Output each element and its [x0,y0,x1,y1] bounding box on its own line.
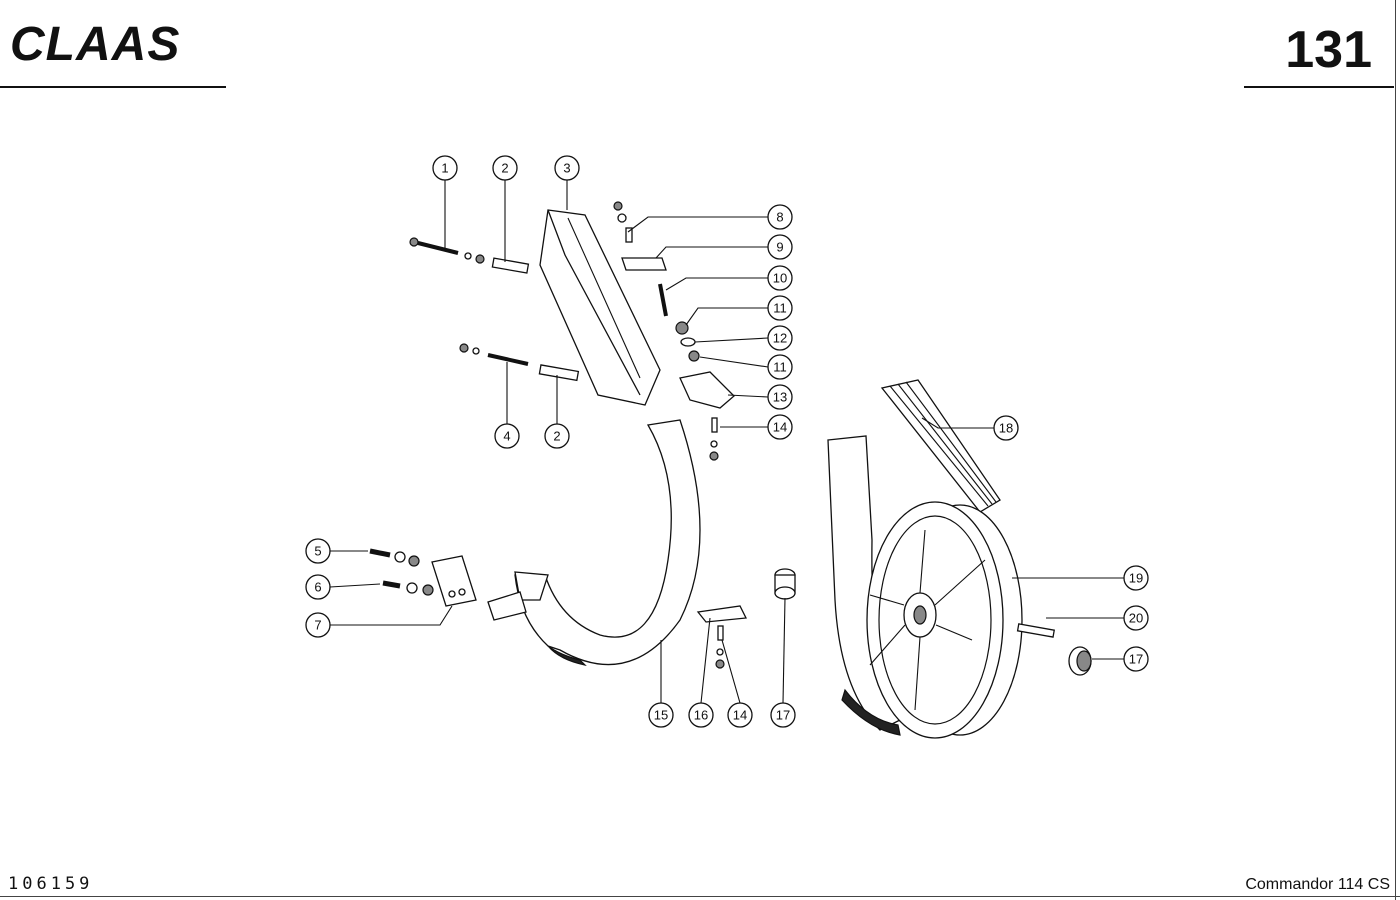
callout-9: 9 [767,234,793,260]
svg-text:1: 1 [441,161,448,176]
callout-2-bottom: 2 [544,423,570,449]
callout-5: 5 [305,538,331,564]
callout-11-bottom: 11 [767,354,793,380]
callout-18: 18 [993,415,1019,441]
page-border-right [1395,0,1396,900]
svg-text:6: 6 [314,580,321,595]
page-border-bottom [0,896,1400,897]
svg-text:10: 10 [773,271,787,286]
callout-19: 19 [1123,565,1149,591]
svg-text:16: 16 [694,708,708,723]
svg-text:9: 9 [776,240,783,255]
callout-17-left: 17 [770,702,796,728]
part-support-channel [539,209,661,406]
svg-text:11: 11 [773,360,787,375]
callout-13: 13 [767,384,793,410]
part-pin-20 [1016,623,1056,638]
callout-6: 6 [305,574,331,600]
header-rule-left [0,86,226,88]
callout-15: 15 [648,702,674,728]
svg-text:20: 20 [1129,611,1143,626]
callout-11-top: 11 [767,295,793,321]
svg-text:8: 8 [776,210,783,225]
part-spacer-tube-bottom [538,364,580,382]
svg-text:14: 14 [773,420,787,435]
part-pulley-19 [866,501,1023,739]
callout-10: 10 [767,265,793,291]
part-v-belt-set [827,379,1001,736]
callout-16: 16 [688,702,714,728]
svg-text:5: 5 [314,544,321,559]
callout-12: 12 [767,325,793,351]
svg-text:2: 2 [501,161,508,176]
part-bolt-1 [409,237,485,264]
claas-logo-text: CLAAS [10,18,180,71]
part-bracket-7 [369,548,527,621]
callout-2-top: 2 [492,155,518,181]
callout-7: 7 [305,612,331,638]
svg-text:12: 12 [773,331,787,346]
svg-text:17: 17 [1129,652,1143,667]
callout-14-bottom: 14 [727,702,753,728]
callout-20: 20 [1123,605,1149,631]
page-number: 131 [1285,21,1372,79]
svg-text:18: 18 [999,421,1013,436]
part-curved-guide-band [514,419,701,666]
leader-lines [329,180,1124,704]
model-name: Commandor 114 CS [1245,876,1390,893]
callout-3: 3 [554,155,580,181]
svg-text:13: 13 [773,390,787,405]
svg-text:17: 17 [776,708,790,723]
part-bushing-right [1068,646,1092,676]
part-hardware-stack [613,201,735,461]
svg-text:14: 14 [733,708,747,723]
svg-text:11: 11 [773,301,787,316]
claas-logo: CLAAS [10,18,180,71]
callout-4: 4 [494,423,520,449]
callout-14-top: 14 [767,414,793,440]
part-bushing-left [774,568,796,600]
part-spacer-tube-top [491,257,530,274]
svg-text:7: 7 [314,618,321,633]
header-rule-right [1244,86,1394,88]
svg-text:3: 3 [563,161,570,176]
callout-1: 1 [432,155,458,181]
svg-text:19: 19 [1129,571,1143,586]
svg-text:15: 15 [654,708,668,723]
callout-8: 8 [767,204,793,230]
svg-text:4: 4 [503,429,510,444]
callout-17-right: 17 [1123,646,1149,672]
svg-text:2: 2 [553,429,560,444]
document-number: 106159 [8,874,94,894]
part-bolt-4 [459,343,529,366]
